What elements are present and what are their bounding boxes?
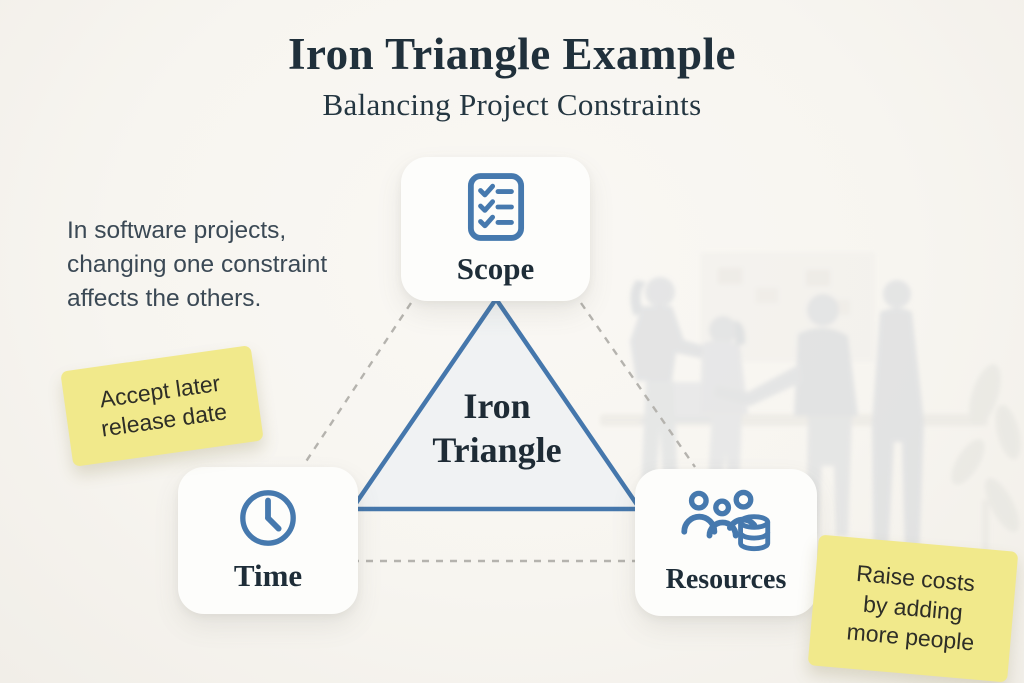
time-node-card: Time: [178, 467, 358, 614]
sticky-note-raise-costs: Raise costs by adding more people: [807, 534, 1019, 683]
clock-icon: [240, 490, 296, 546]
scope-node-label: Scope: [456, 250, 535, 286]
sticky-note-text: Accept later release date: [97, 369, 229, 442]
checklist-icon: [467, 172, 524, 241]
sticky-note-accept-later: Accept later release date: [60, 345, 264, 467]
time-node-label: Time: [233, 558, 303, 593]
resources-node-card: Resources: [635, 469, 817, 616]
page-subtitle: Balancing Project Constraints: [322, 87, 702, 122]
team-budget-icon: [681, 489, 771, 552]
sticky-note-text: Raise costs by adding more people: [845, 560, 976, 656]
description-text: In software projects, changing one const…: [67, 217, 328, 312]
resources-node-label: Resources: [665, 564, 787, 595]
scope-node-card: Scope: [401, 157, 590, 301]
page-title: Iron Triangle Example: [287, 29, 737, 79]
triangle-label: Iron Triangle: [432, 386, 562, 470]
